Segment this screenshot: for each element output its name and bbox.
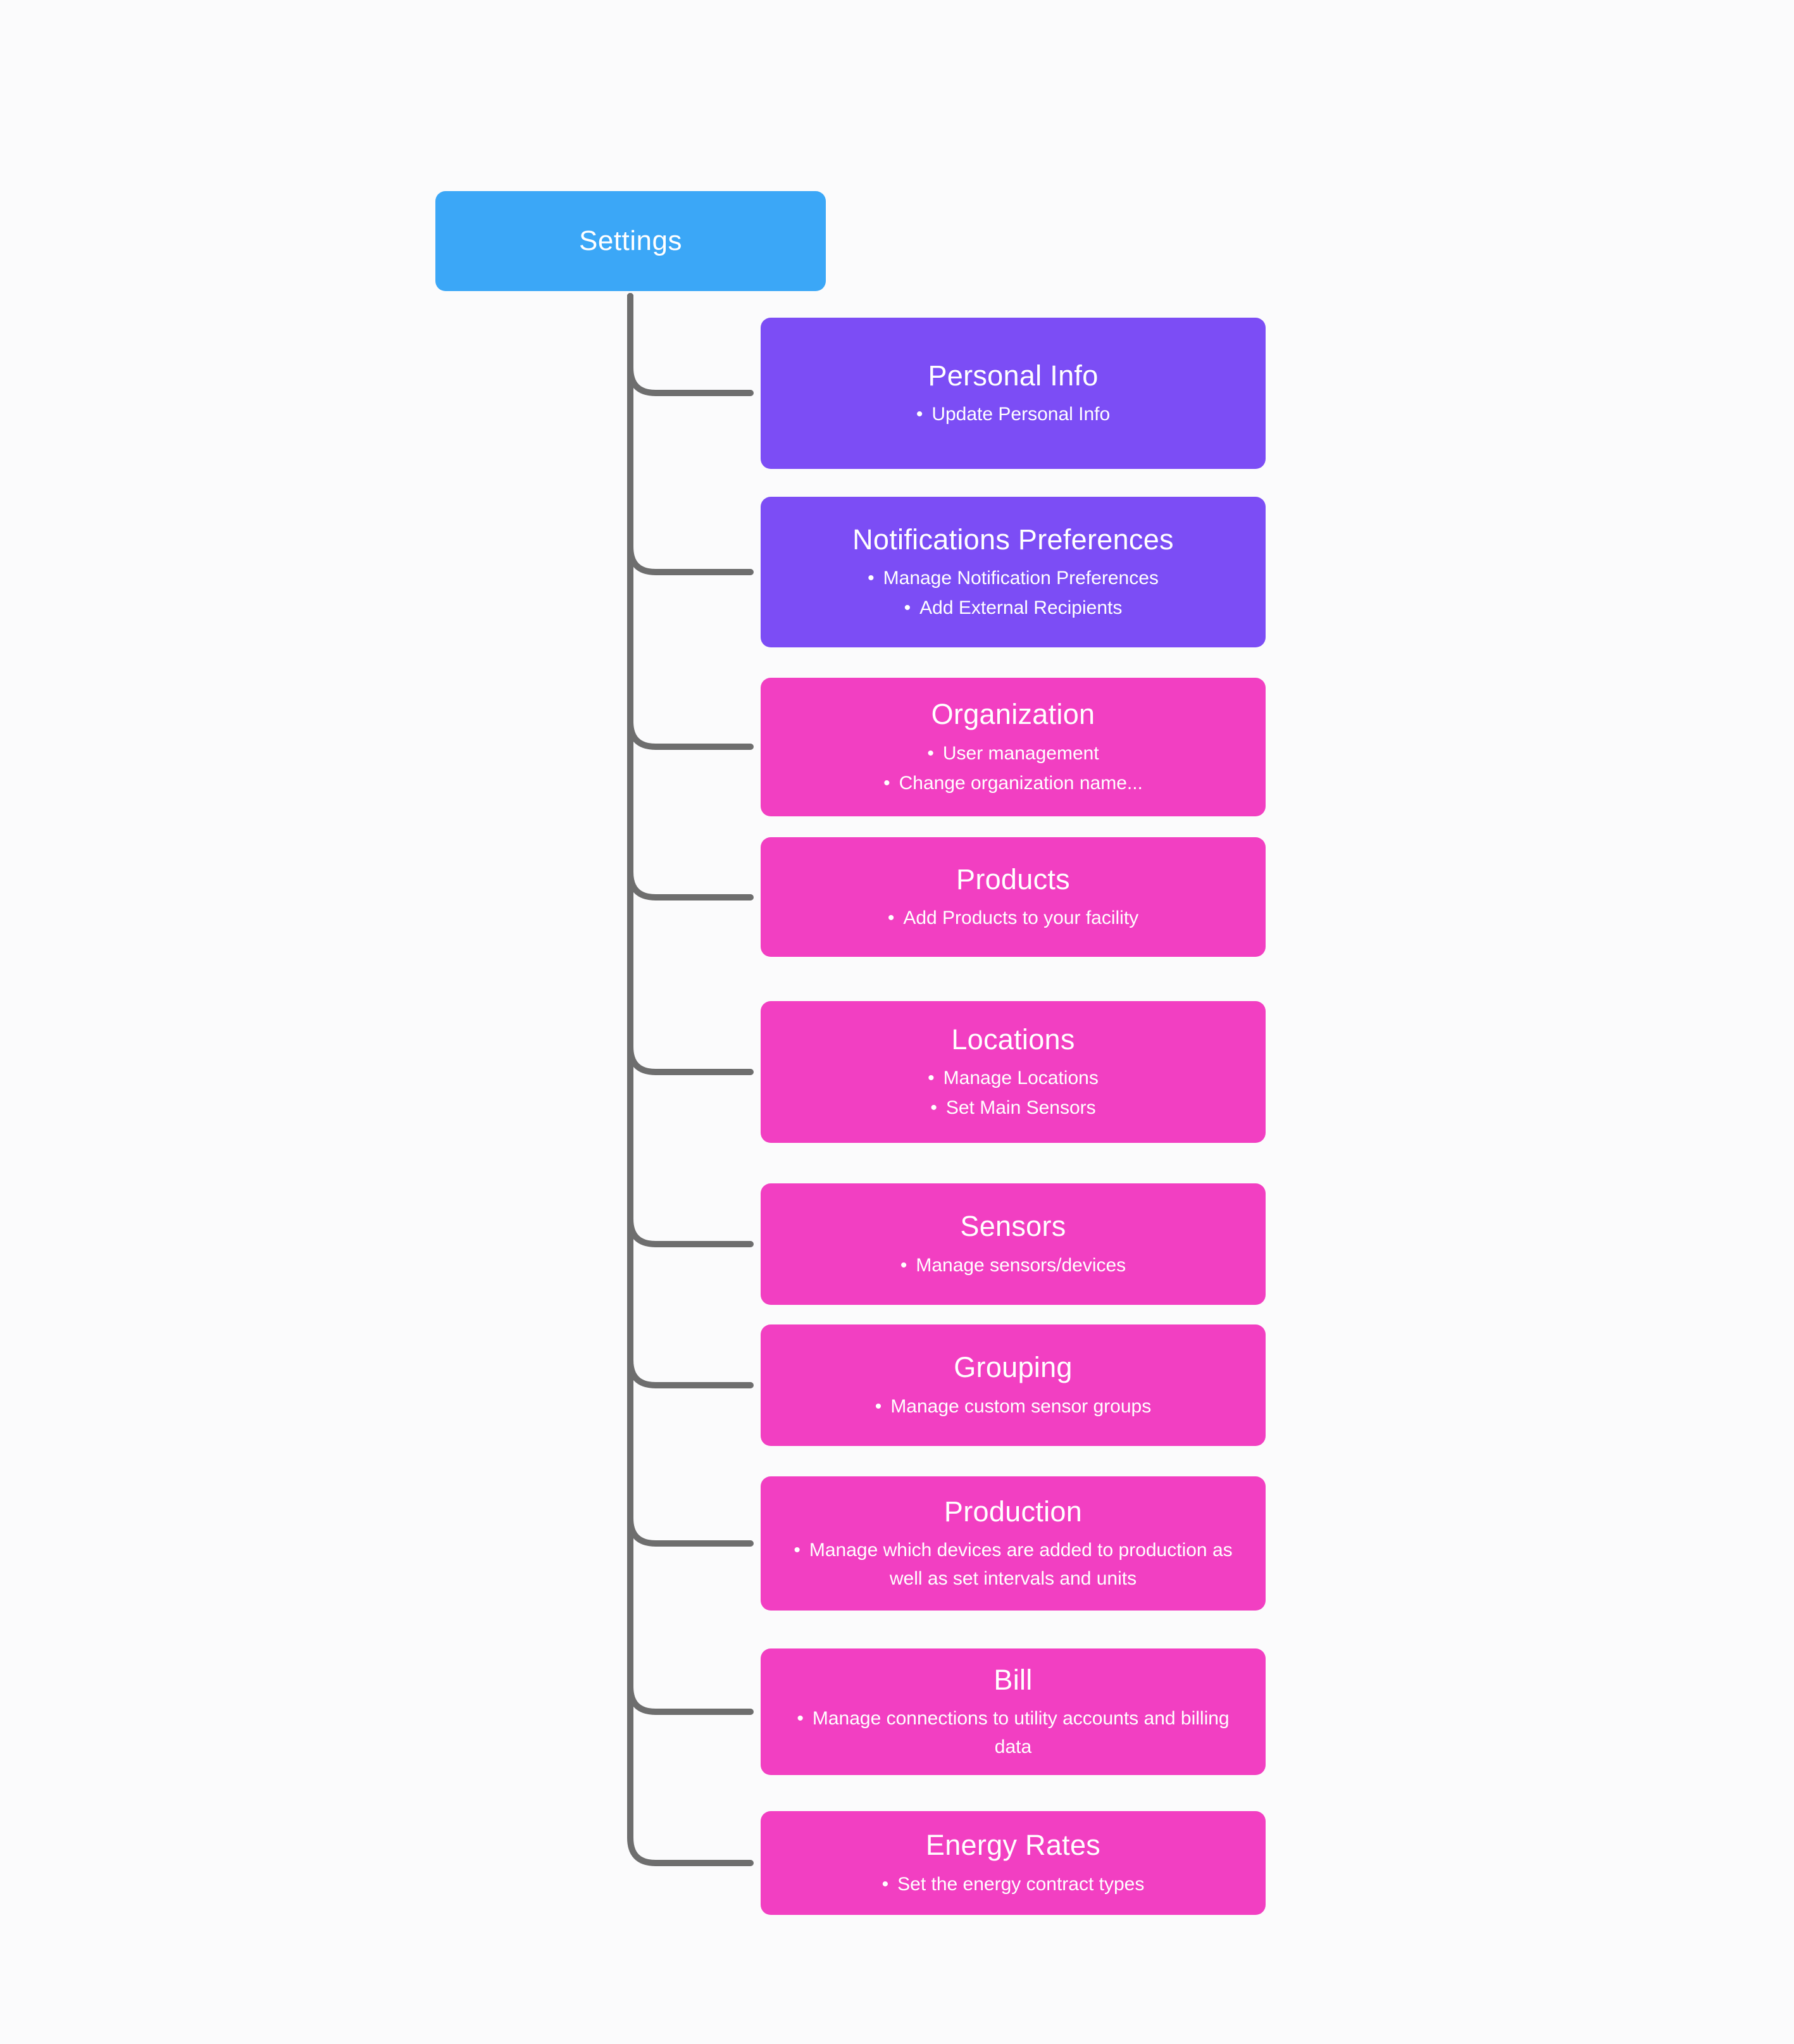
bullet-list: User management Change organization name… <box>883 738 1143 797</box>
connector-production <box>627 293 754 1547</box>
node-title: Energy Rates <box>925 1829 1101 1862</box>
bullet-item: Add Products to your facility <box>888 904 1138 932</box>
bullet-list: Set the energy contract types <box>882 1869 1144 1898</box>
bullet-item: Update Personal Info <box>916 400 1110 428</box>
node-title: Settings <box>579 225 682 256</box>
bullet-list: Manage Locations Set Main Sensors <box>928 1063 1099 1122</box>
bullet-list: Manage connections to utility accounts a… <box>780 1703 1247 1761</box>
node-products[interactable]: Products Add Products to your facility <box>761 837 1266 957</box>
bullet-list: Manage which devices are added to produc… <box>780 1535 1247 1593</box>
bullet-item: Manage Locations <box>928 1064 1099 1092</box>
connector-organization <box>627 293 754 750</box>
node-title: Bill <box>994 1663 1033 1696</box>
connector-personal-info <box>627 293 754 396</box>
node-title: Grouping <box>954 1351 1073 1384</box>
node-title: Organization <box>931 698 1095 731</box>
bullet-item: Manage sensors/devices <box>900 1251 1126 1280</box>
node-title: Production <box>944 1495 1083 1528</box>
connector-grouping <box>627 293 754 1388</box>
bullet-list: Update Personal Info <box>916 399 1110 428</box>
bullet-item: Manage custom sensor groups <box>875 1392 1151 1421</box>
node-notifications-preferences[interactable]: Notifications Preferences Manage Notific… <box>761 497 1266 647</box>
node-title: Sensors <box>960 1210 1066 1243</box>
node-title: Personal Info <box>928 359 1099 392</box>
node-title: Products <box>956 863 1070 895</box>
bullet-item: Manage connections to utility accounts a… <box>780 1704 1247 1761</box>
node-production[interactable]: Production Manage which devices are adde… <box>761 1476 1266 1611</box>
node-locations[interactable]: Locations Manage Locations Set Main Sens… <box>761 1001 1266 1143</box>
bullet-list: Add Products to your facility <box>888 902 1138 932</box>
bullet-item: User management <box>883 739 1143 768</box>
node-title: Notifications Preferences <box>852 523 1174 556</box>
bullet-list: Manage Notification Preferences Add Exte… <box>868 563 1159 622</box>
node-settings[interactable]: Settings <box>435 191 826 291</box>
connector-notifications-preferences <box>627 293 754 575</box>
node-personal-info[interactable]: Personal Info Update Personal Info <box>761 318 1266 469</box>
bullet-item: Set Main Sensors <box>928 1094 1099 1122</box>
bullet-item: Change organization name... <box>883 769 1143 797</box>
bullet-list: Manage sensors/devices <box>900 1250 1126 1280</box>
node-grouping[interactable]: Grouping Manage custom sensor groups <box>761 1324 1266 1446</box>
connector-bill <box>627 293 754 1715</box>
node-organization[interactable]: Organization User management Change orga… <box>761 678 1266 816</box>
bullet-item: Manage Notification Preferences <box>868 564 1159 592</box>
connector-products <box>627 293 754 900</box>
bullet-item: Manage which devices are added to produc… <box>780 1536 1247 1593</box>
connector-locations <box>627 293 754 1075</box>
bullet-item: Set the energy contract types <box>882 1870 1144 1898</box>
node-sensors[interactable]: Sensors Manage sensors/devices <box>761 1183 1266 1305</box>
connector-energy-rates <box>627 293 754 1866</box>
node-title: Locations <box>951 1023 1075 1056</box>
node-energy-rates[interactable]: Energy Rates Set the energy contract typ… <box>761 1811 1266 1915</box>
bullet-item: Add External Recipients <box>868 594 1159 622</box>
bullet-list: Manage custom sensor groups <box>875 1391 1151 1421</box>
node-bill[interactable]: Bill Manage connections to utility accou… <box>761 1648 1266 1775</box>
connector-sensors <box>627 293 754 1247</box>
